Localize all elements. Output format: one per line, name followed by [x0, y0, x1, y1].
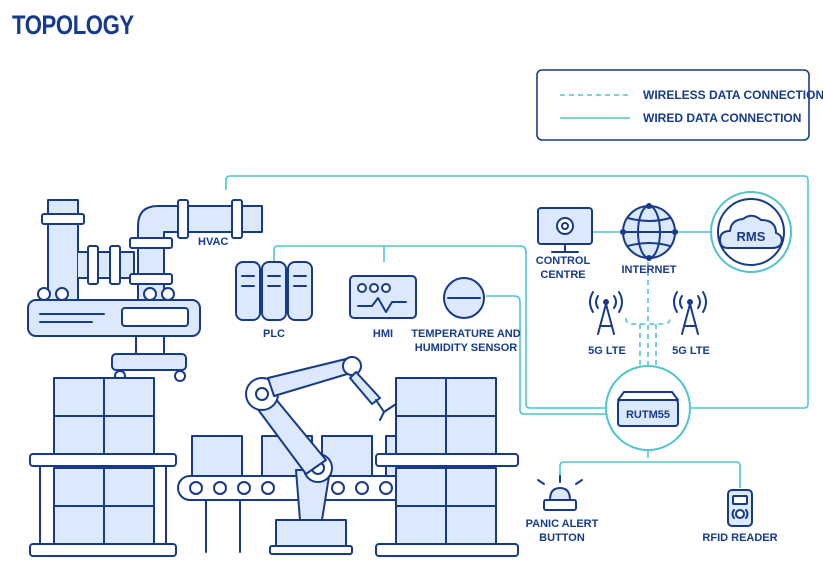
legend-box: [536, 69, 810, 141]
gear-icon: [556, 217, 574, 235]
legend-wired-label: WIRED DATA CONNECTION: [643, 111, 801, 125]
rfid-label: RFID READER: [702, 532, 777, 544]
lte-tower-right-icon: [673, 291, 707, 335]
page-title: TOPOLOGY: [12, 10, 134, 40]
control-centre-device: [537, 207, 593, 253]
legend: WIRELESS DATA CONNECTION WIRED DATA CONN…: [536, 69, 823, 141]
internet-globe-icon: [620, 203, 678, 261]
lte-left-label: 5G LTE: [588, 345, 626, 357]
sensor-label-line1: TEMPERATURE AND: [411, 328, 520, 340]
right-box-stack: [375, 377, 519, 557]
sensor-device: [443, 277, 485, 319]
plc-device: [235, 261, 313, 321]
wireless-connections: [625, 262, 671, 372]
rfid-reader-icon: [727, 489, 753, 527]
rms-label: RMS: [737, 229, 766, 244]
hvac-piping: [27, 199, 263, 382]
lte-right-label: 5G LTE: [672, 345, 710, 357]
control-label-line2: CENTRE: [540, 269, 585, 281]
rms-cloud: [710, 191, 792, 273]
left-box-stack: [29, 377, 177, 557]
router-label: RUTM55: [626, 409, 670, 421]
panic-label-line2: BUTTON: [539, 532, 585, 544]
robot-arm: [245, 356, 397, 555]
panic-button-icon: [537, 475, 583, 511]
control-label-line1: CONTROL: [536, 255, 591, 267]
internet-label: INTERNET: [622, 264, 677, 276]
wired-connections: [225, 175, 809, 488]
hvac-label: HVAC: [198, 236, 228, 248]
legend-wireless-label: WIRELESS DATA CONNECTION: [643, 88, 823, 102]
hmi-label: HMI: [373, 328, 393, 340]
hmi-device: [349, 275, 417, 319]
panic-label-line1: PANIC ALERT: [526, 518, 599, 530]
lte-tower-left-icon: [589, 291, 623, 335]
router-device: [605, 365, 691, 451]
sensor-label-line2: HUMIDITY SENSOR: [415, 342, 518, 354]
plc-label: PLC: [263, 328, 285, 340]
